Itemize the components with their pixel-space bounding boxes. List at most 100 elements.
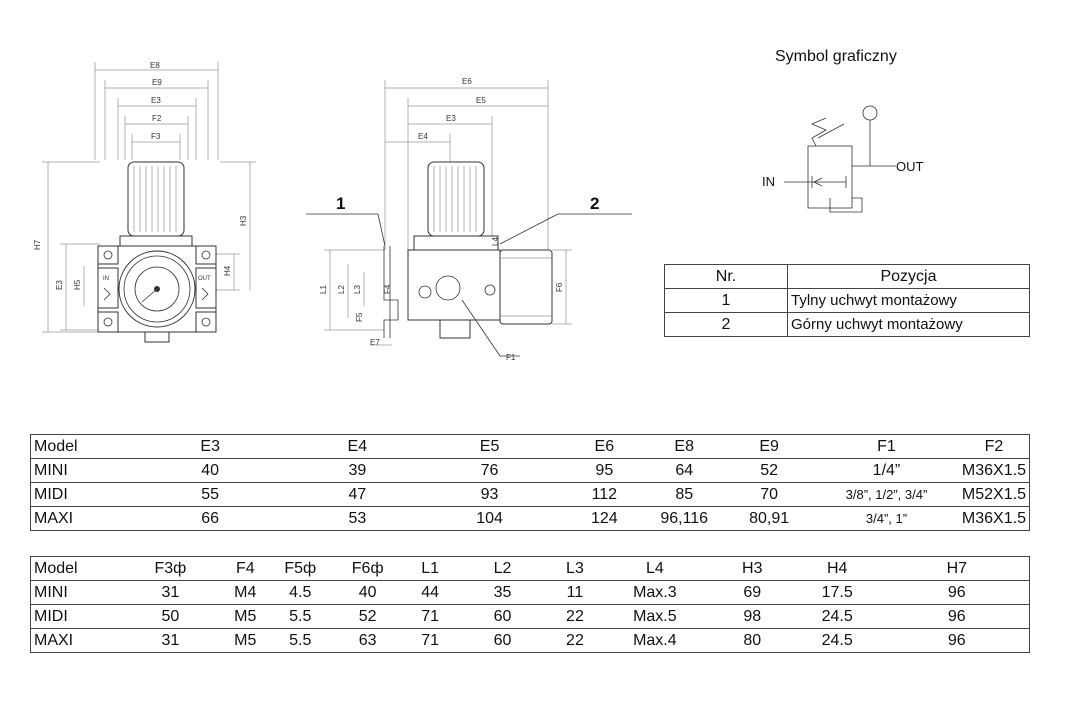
table-cell: 4.5 — [275, 580, 326, 605]
table-cell: 31 — [125, 580, 216, 605]
dim-e3-side-label: E3 — [446, 114, 456, 123]
dim-e4-label: E4 — [418, 132, 428, 141]
table-cell: 104 — [414, 506, 565, 531]
table-cell: 11 — [554, 580, 595, 605]
table-cell: 5.5 — [275, 604, 326, 629]
table-cell: 76 — [414, 458, 565, 483]
table-cell: 53 — [299, 506, 415, 531]
table-cell: MIDI — [30, 482, 121, 507]
positions-table: Nr. Pozycja 1 Tylny uchwyt montażowy 2 G… — [664, 264, 1030, 337]
dim-h3-label: H3 — [239, 215, 248, 226]
table-header-cell: L2 — [450, 556, 555, 581]
table-cell: M52X1.5 — [958, 482, 1030, 507]
dim-e6-label: E6 — [462, 77, 472, 86]
table-cell: 66 — [120, 506, 300, 531]
table-cell: 39 — [299, 458, 415, 483]
table-cell: 44 — [410, 580, 451, 605]
table-cell: 70 — [724, 482, 815, 507]
table-cell: MINI — [30, 458, 121, 483]
dim-e7-label: E7 — [370, 338, 380, 347]
table-header-cell: E9 — [724, 434, 815, 459]
dim-f1-label: F1 — [506, 353, 516, 362]
table-cell: 60 — [450, 604, 555, 629]
dim-l4-label: L4 — [491, 237, 500, 246]
table-cell: 24.5 — [789, 628, 885, 653]
table-cell: 80,91 — [724, 506, 815, 531]
table-header-cell: F1 — [814, 434, 959, 459]
table-cell: 93 — [414, 482, 565, 507]
regulator-graphic-symbol — [784, 105, 896, 213]
table-header-cell: Model — [30, 434, 121, 459]
table-cell: 95 — [564, 458, 645, 483]
front-in-port-label: IN — [103, 276, 109, 282]
table-header-cell: Nr. — [664, 264, 788, 289]
table-cell: 22 — [554, 628, 595, 653]
dim-f6-label: F6 — [555, 282, 564, 292]
table-cell: 60 — [450, 628, 555, 653]
table-cell: 69 — [714, 580, 790, 605]
dim-e5-label: E5 — [476, 96, 486, 105]
technical-drawings: E8 E9 E3 F2 F3 H7 H3 E3 H5 H4 — [33, 61, 896, 362]
table-row: 2 Górny uchwyt montażowy — [664, 312, 1030, 337]
callout-2-label: 2 — [590, 194, 599, 213]
table-cell: 55 — [120, 482, 300, 507]
table-cell: 52 — [724, 458, 815, 483]
table-cell: 40 — [120, 458, 300, 483]
table-row: 1 Tylny uchwyt montażowy — [664, 288, 1030, 313]
table-cell: M36X1.5 — [958, 506, 1030, 531]
table-cell: M5 — [215, 604, 276, 629]
table-cell: Max.3 — [594, 580, 715, 605]
side-view-drawing: E6 E5 E3 E4 1 2 — [306, 77, 632, 362]
front-out-port-label: OUT — [198, 276, 211, 282]
table-cell: MIDI — [30, 604, 126, 629]
table-cell: 80 — [714, 628, 790, 653]
table-header-cell: E8 — [644, 434, 725, 459]
dim-e3-vertical-label: E3 — [55, 280, 64, 290]
table-header-cell: L4 — [594, 556, 715, 581]
table-cell: 71 — [410, 628, 451, 653]
table-header-cell: Model — [30, 556, 126, 581]
table-cell: MAXI — [30, 506, 121, 531]
dim-f3-label: F3 — [151, 132, 161, 141]
table-cell: M36X1.5 — [958, 458, 1030, 483]
table-cell: 71 — [410, 604, 451, 629]
dim-e9-label: E9 — [152, 78, 162, 87]
table-cell: 24.5 — [789, 604, 885, 629]
table-cell: Max.5 — [594, 604, 715, 629]
table-cell: 96,116 — [644, 506, 725, 531]
table-header-cell: L3 — [554, 556, 595, 581]
table-cell: 98 — [714, 604, 790, 629]
table-header-cell: H3 — [714, 556, 790, 581]
table-header-cell: H7 — [884, 556, 1030, 581]
table-cell: 50 — [125, 604, 216, 629]
table-cell: 3/4”, 1” — [814, 506, 959, 531]
table-cell: 124 — [564, 506, 645, 531]
symbol-title: Symbol graficzny — [775, 48, 897, 65]
table-cell: Górny uchwyt montażowy — [787, 312, 1030, 337]
table-cell: 40 — [325, 580, 411, 605]
table-cell: 47 — [299, 482, 415, 507]
dim-h4-label: H4 — [223, 265, 232, 276]
table-cell: 22 — [554, 604, 595, 629]
table-cell: 1 — [664, 288, 788, 313]
table-cell: M5 — [215, 628, 276, 653]
table-cell: 5.5 — [275, 628, 326, 653]
table-header-cell: H4 — [789, 556, 885, 581]
symbol-out-label: OUT — [896, 159, 924, 174]
table-cell: 96 — [884, 604, 1030, 629]
table-cell: 96 — [884, 580, 1030, 605]
table-header-cell: F2 — [958, 434, 1030, 459]
table-cell: MINI — [30, 580, 126, 605]
table-cell: 1/4” — [814, 458, 959, 483]
table-cell: 2 — [664, 312, 788, 337]
table-header-cell: F6ф — [325, 556, 411, 581]
dim-e3-label: E3 — [151, 96, 161, 105]
table-header-cell: Pozycja — [787, 264, 1030, 289]
table-cell: MAXI — [30, 628, 126, 653]
dim-f5-label: F5 — [355, 312, 364, 322]
